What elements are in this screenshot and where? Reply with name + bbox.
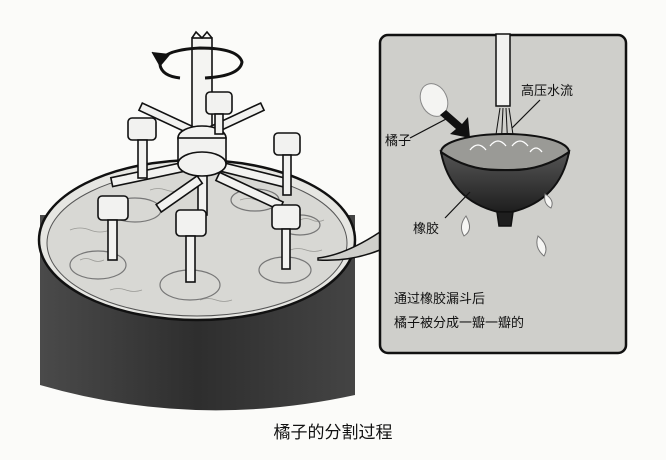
rubber-funnel: [439, 133, 571, 227]
note-line: 橘子被分成一瓣一瓣的: [394, 316, 525, 331]
rack-holder: [175, 209, 207, 283]
leader-line: [511, 99, 541, 129]
leader-line: [409, 117, 449, 139]
inset-note: 通过橡胶漏斗后 橘子被分成一瓣一瓣的: [394, 288, 524, 336]
note-line: 通过橡胶漏斗后: [394, 292, 486, 307]
water-surface: [46, 169, 348, 317]
rack-holder: [271, 204, 301, 270]
water-nozzle: [495, 33, 511, 107]
direction-arrow-icon: [440, 110, 470, 138]
tank: [37, 158, 357, 411]
label-orange: 橘子: [385, 134, 412, 149]
leader-line: [444, 191, 471, 219]
rack-holder: [205, 91, 233, 135]
detail-inset: [378, 33, 628, 355]
rack-holder: [273, 132, 301, 196]
label-high-pressure-water: 高压水流: [521, 84, 574, 99]
rotation-arrow-icon: [151, 46, 244, 80]
figure-caption: 橘子的分割过程: [273, 423, 393, 443]
rotating-rack: [97, 30, 301, 283]
rack-arms: [109, 101, 292, 216]
label-rubber: 橡胶: [413, 222, 440, 237]
orange-segments: [460, 193, 553, 257]
rack-holder: [127, 117, 157, 179]
rack-holder: [97, 195, 129, 261]
